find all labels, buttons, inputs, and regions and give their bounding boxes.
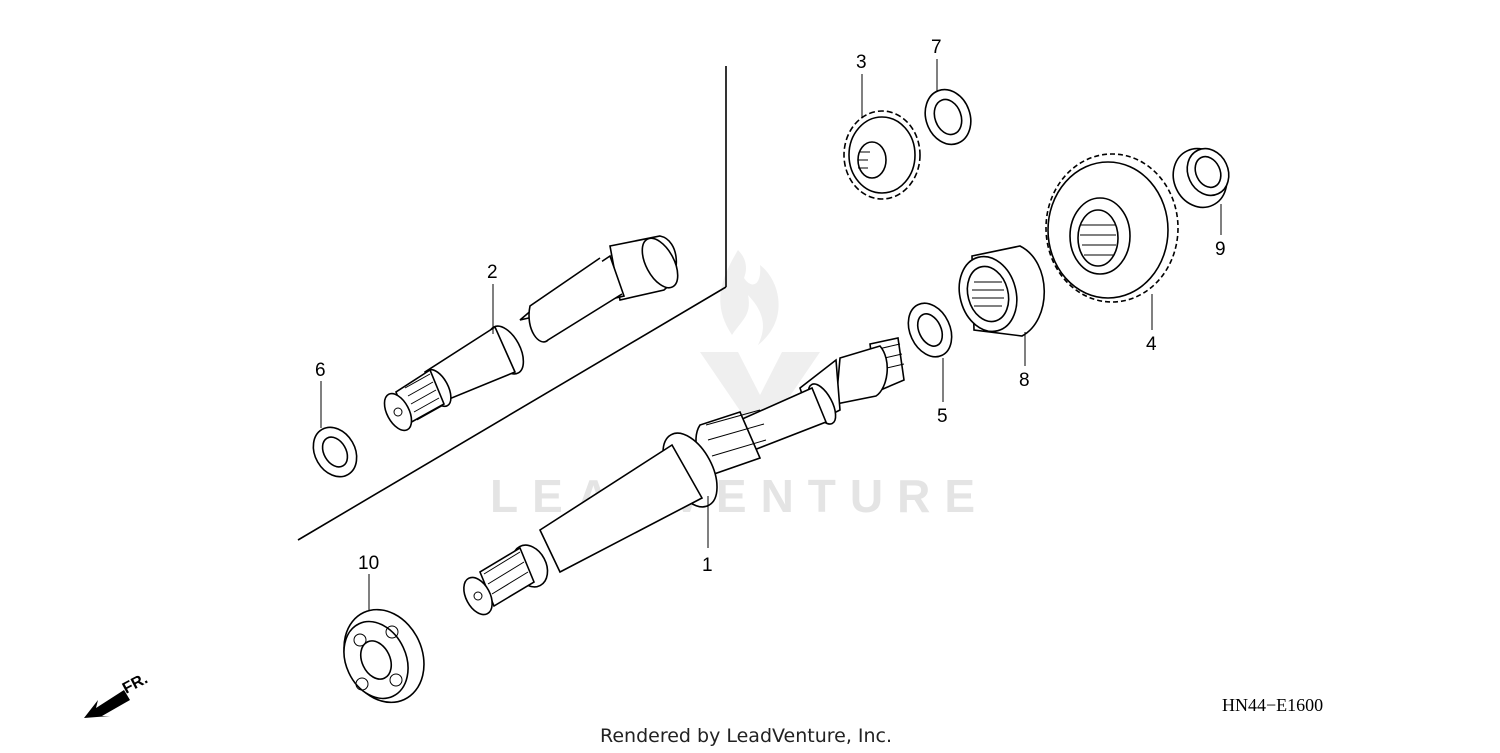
part-8-bearing [958,245,1046,337]
part-2-shaft [383,235,679,432]
part-6-washer [312,426,358,478]
part-7-washer [924,88,972,146]
callout-2: 2 [487,262,498,283]
part-4-gear [1045,153,1179,303]
credit-text: Rendered by LeadVenture, Inc. [600,725,892,747]
part-1-shaft [463,337,905,616]
watermark-logo [700,250,820,440]
callout-7: 7 [931,37,942,58]
front-direction-arrow: FR. [84,670,151,718]
callout-3: 3 [856,52,867,73]
callout-5: 5 [937,406,948,427]
part-3-gear [843,110,921,200]
callout-6: 6 [315,360,326,381]
callout-9: 9 [1215,239,1226,260]
group-separator-line [297,66,727,541]
diagram-code: HN44−E1600 [1222,695,1323,715]
callout-labels: 1 2 3 4 5 6 7 8 9 10 [315,37,1226,576]
callout-8: 8 [1019,370,1030,391]
part-9-collar [1172,147,1230,209]
part-5-washer [907,302,953,358]
callout-leaders [320,59,1222,610]
part-10-bearing [343,608,425,704]
callout-4: 4 [1146,334,1157,355]
callout-1: 1 [702,555,713,576]
callout-10: 10 [358,553,379,574]
